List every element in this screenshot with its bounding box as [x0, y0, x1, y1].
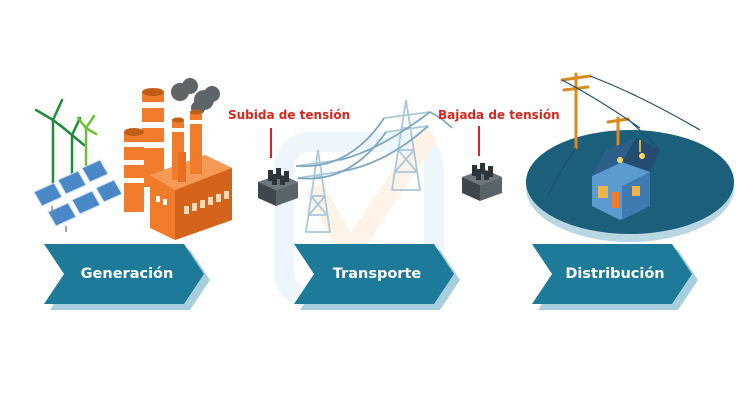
- step-label: Distribución: [565, 266, 665, 282]
- transmission-tower-icon: [295, 99, 453, 233]
- step-label: Transporte: [332, 266, 422, 282]
- cooling-tower-icon: [124, 88, 164, 212]
- transformer-icon: [258, 168, 298, 206]
- wind-turbine-icon: [34, 98, 98, 192]
- transformer-icon: [462, 163, 502, 201]
- step-arrow-shape: [294, 244, 460, 310]
- solar-panel-icon: [33, 159, 123, 232]
- step-label: Generación: [80, 266, 174, 282]
- house-icon: [592, 138, 660, 220]
- step-generacion: Generación: [44, 245, 204, 303]
- factory-icon: [150, 109, 232, 240]
- step-transporte: Transporte: [294, 245, 454, 303]
- step-down-marker: [478, 126, 480, 156]
- step-up-marker: [270, 128, 272, 158]
- step-down-annotation: Bajada de tensión: [438, 108, 560, 122]
- house-grid-icon: [526, 72, 734, 242]
- step-arrow-shape: [532, 244, 698, 310]
- power-plant-icon: [33, 78, 232, 240]
- step-distribucion: Distribución: [532, 245, 692, 303]
- smoke-icon: [171, 78, 220, 115]
- step-up-annotation: Subida de tensión: [228, 108, 351, 122]
- step-arrow-shape: [44, 244, 210, 310]
